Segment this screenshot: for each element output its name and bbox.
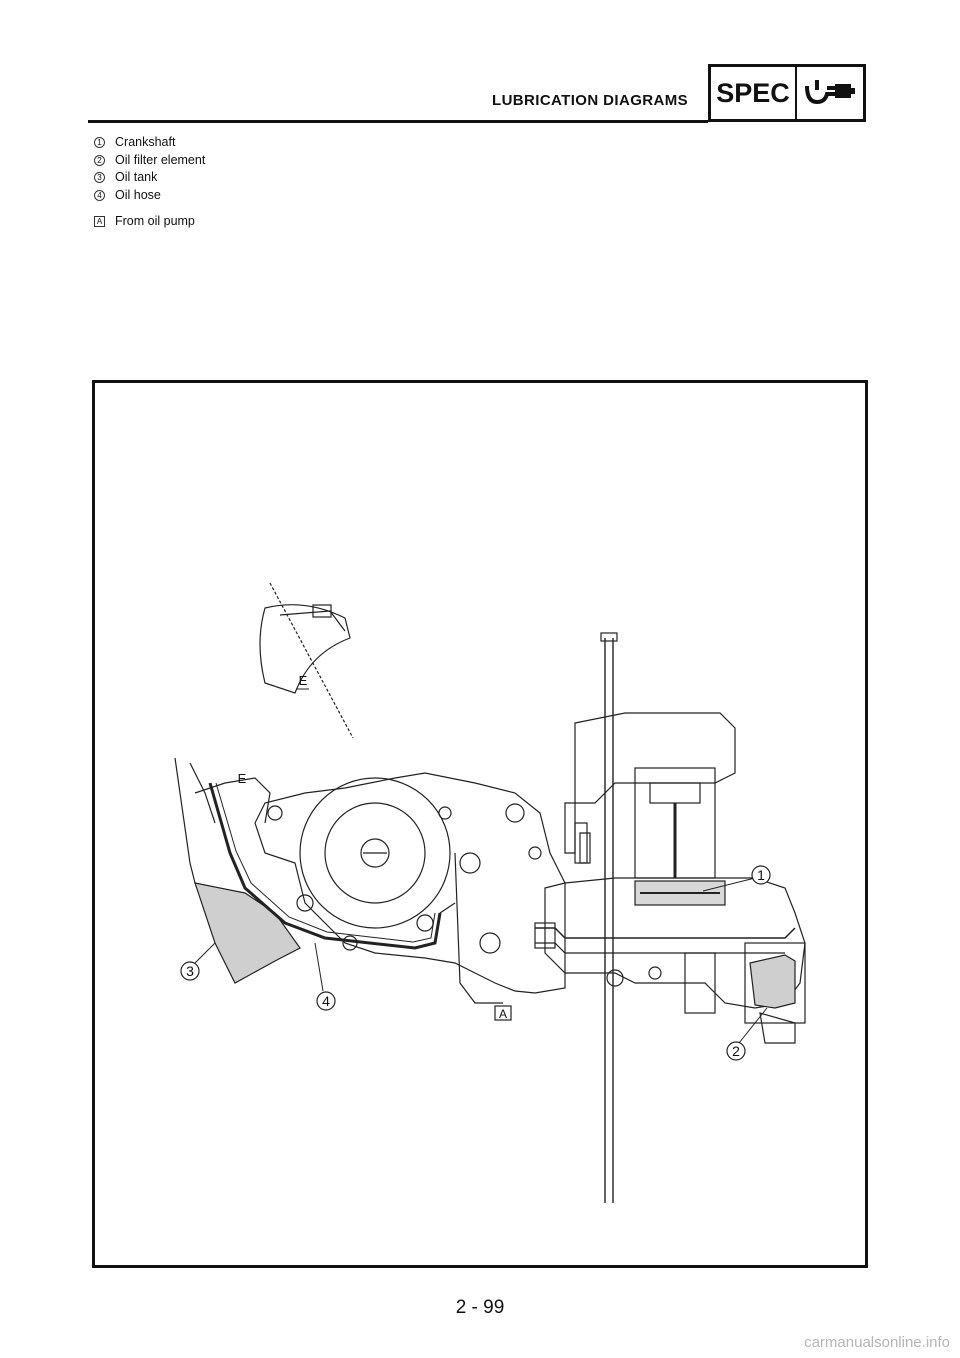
lubrication-figure: 1 2 3 4 A E E: [92, 380, 868, 1268]
legend-note-label: From oil pump: [115, 214, 195, 228]
wrench-icon: [797, 67, 863, 119]
legend-number: 3: [94, 172, 105, 184]
callout-1-marker: [751, 865, 771, 885]
page-number: 2 - 99: [455, 1297, 505, 1318]
legend-letter: A: [94, 216, 105, 228]
callout-2: 2: [732, 1043, 740, 1059]
section-title: LUBRICATION DIAGRAMS: [492, 92, 689, 109]
legend-item: 3 Oil tank: [92, 169, 205, 187]
oil-hose: [208, 782, 442, 950]
callout-3-marker: [180, 961, 200, 981]
spec-label: SPEC: [711, 67, 797, 119]
callout-2-marker: [726, 1041, 746, 1061]
legend-label: Oil tank: [115, 170, 158, 184]
legend-number: 4: [94, 189, 105, 201]
callout-3: 3: [186, 963, 194, 979]
cylinder-head: [574, 712, 736, 804]
legend-item: 4 Oil hose: [92, 187, 205, 205]
legend-note: A From oil pump: [92, 213, 205, 231]
parts-legend: 1 Crankshaft 2 Oil filter element 3 Oil …: [92, 134, 205, 231]
spec-badge: SPEC: [708, 64, 866, 122]
callout-4: 4: [322, 993, 330, 1009]
engine-side-outline: [254, 772, 566, 994]
header-divider: [88, 120, 708, 123]
engine-diagram: 1 2 3 4 A E E: [174, 582, 806, 1203]
legend-item: 2 Oil filter element: [92, 152, 205, 170]
detail-e-label: E: [299, 673, 308, 688]
oil-filter: [749, 954, 796, 1009]
callout-4-marker: [316, 991, 336, 1011]
legend-number: 1: [94, 137, 105, 149]
callout-a-marker: [494, 1005, 512, 1021]
oil-tank: [194, 882, 301, 984]
legend-number: 2: [94, 154, 105, 166]
callout-1: 1: [757, 867, 765, 883]
legend-label: Oil filter element: [115, 152, 206, 167]
legend-item: 1 Crankshaft: [92, 134, 205, 152]
callout-a: A: [499, 1007, 507, 1021]
crankshaft-line: [535, 927, 796, 939]
legend-label: Oil hose: [115, 187, 161, 202]
site-watermark: carmanualsonline.info: [804, 1334, 950, 1351]
legend-label: Crankshaft: [115, 135, 176, 149]
detail-e-ref: E: [238, 771, 247, 786]
detail-e-part: [259, 604, 351, 694]
